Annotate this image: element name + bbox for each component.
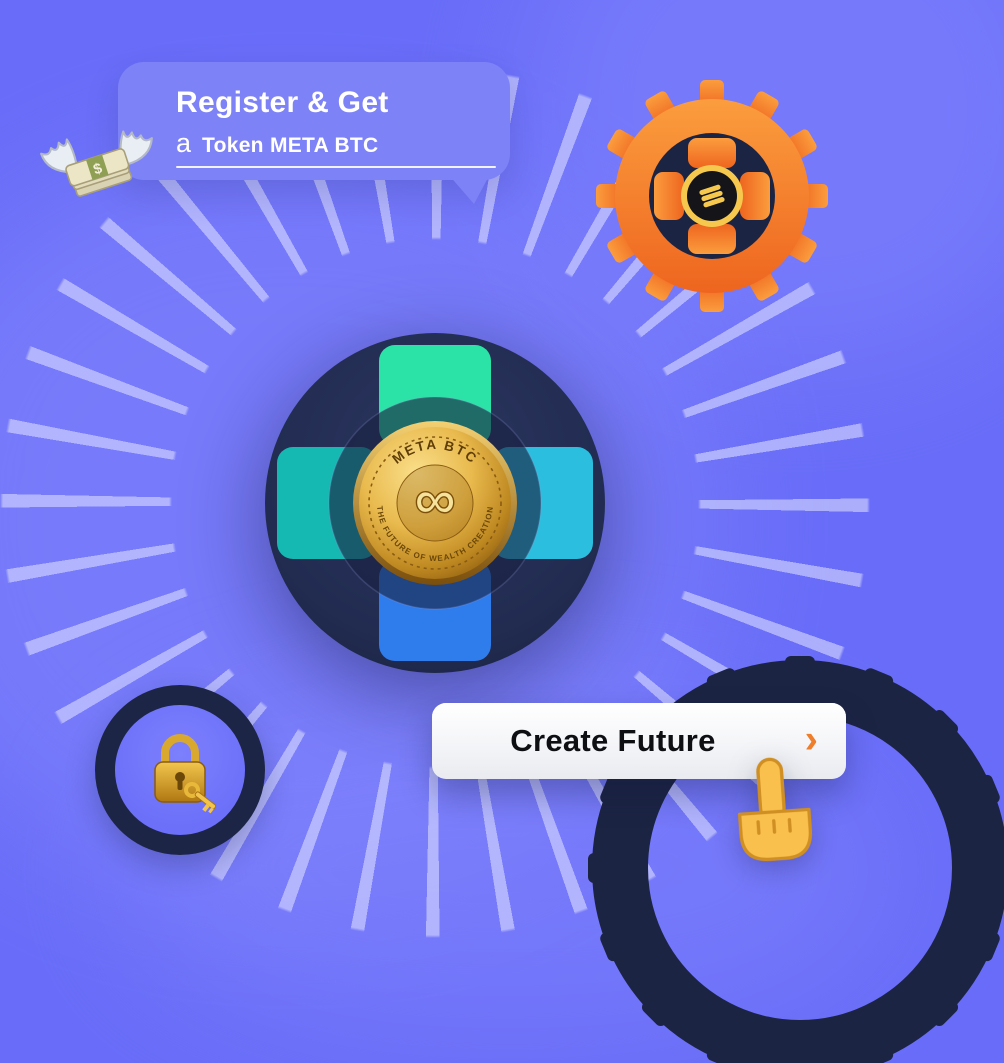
money-with-wings-icon: $ bbox=[40, 130, 153, 197]
meta-btc-emblem: META BTC ∞ THE FUTURE OF WEALTH CREATION bbox=[265, 333, 605, 673]
orange-gear-icon bbox=[596, 80, 828, 312]
bubble-subtitle: a Token META BTC bbox=[176, 128, 379, 159]
bubble-underline bbox=[176, 166, 496, 168]
token-stack-icon bbox=[681, 165, 743, 227]
bubble-subtitle-prefix: a bbox=[176, 128, 192, 158]
bubble-title: Register & Get bbox=[176, 86, 389, 119]
lock-and-keys-icon bbox=[154, 734, 217, 814]
bubble-subtitle-text: Token META BTC bbox=[202, 134, 379, 157]
orange-gear-spokes bbox=[654, 138, 770, 254]
infinity-symbol: ∞ bbox=[414, 467, 455, 532]
dark-gear-icon bbox=[588, 656, 1004, 1063]
chevron-right-icon: › bbox=[804, 717, 818, 762]
register-bubble: Register & Get a Token META BTC bbox=[118, 62, 510, 204]
pointing-hand-icon bbox=[737, 757, 812, 862]
create-future-label: Create Future bbox=[510, 723, 716, 758]
security-badge bbox=[95, 685, 265, 855]
meta-btc-coin: META BTC ∞ THE FUTURE OF WEALTH CREATION bbox=[353, 421, 517, 585]
